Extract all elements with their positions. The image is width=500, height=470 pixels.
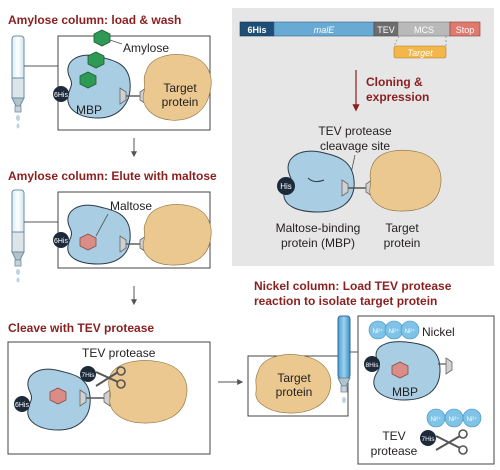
scissors-icon-4: [435, 429, 468, 455]
construct-his: 6His: [247, 25, 266, 35]
svg-text:Ni²⁺: Ni²⁺: [467, 416, 478, 423]
tev-linker-3: [79, 389, 111, 407]
nickel-label: Nickel: [422, 325, 455, 339]
target-result-label-a: Target: [277, 371, 311, 385]
maltose-hexagon: [79, 233, 97, 251]
step3-title: Cleave with TEV protease: [8, 321, 154, 335]
fusion-target: [369, 149, 442, 212]
svg-text:Ni²⁺: Ni²⁺: [449, 416, 460, 423]
tev-linker-1: [119, 87, 147, 105]
svg-text:Ni²⁺: Ni²⁺: [431, 416, 442, 423]
target-protein-result: [255, 354, 332, 414]
tev-protease-label-4a: TEV: [382, 429, 405, 443]
target-insert: [393, 45, 447, 59]
his-tag-1: 6His: [53, 86, 69, 102]
svg-text:7His: 7His: [81, 372, 95, 379]
construct-target: Target: [407, 48, 433, 58]
scissors-icon: [95, 366, 126, 389]
target-result-label-b: protein: [276, 385, 313, 399]
construct-bar: [239, 21, 481, 37]
amylose-column-1: [11, 35, 58, 129]
his-tag-2: 6His: [53, 232, 69, 248]
his-tag-7his-4: 7His: [420, 430, 436, 446]
construct-panel: [232, 8, 494, 266]
cloning-label-1: Cloning &: [366, 75, 423, 89]
target-protein-3: [108, 360, 188, 424]
cleavage-label-2: cleavage site: [320, 139, 390, 153]
nickel-frame: [357, 315, 495, 465]
cloning-label-2: expression: [366, 90, 429, 104]
svg-text:6His: 6His: [15, 402, 30, 409]
fusion-target-label-1: Target: [385, 221, 419, 235]
svg-text:6His: 6His: [54, 238, 69, 245]
cleavage-label-1: TEV protease: [318, 124, 392, 138]
fusion-target-label-2: protein: [384, 236, 421, 250]
amylose-label: Amylose: [123, 41, 169, 55]
nickel-column: [337, 315, 358, 403]
target-label-1a: Target: [163, 81, 197, 95]
amylose-hexagons: [79, 29, 111, 89]
construct-stop: Stop: [456, 25, 475, 35]
fusion-mbp-label-2: protein (MBP): [281, 236, 355, 250]
mbp-label-1: MBP: [76, 103, 102, 117]
construct-male: malE: [314, 25, 336, 35]
svg-text:Ni²⁺: Ni²⁺: [373, 328, 384, 335]
amylose-column-2: [11, 189, 58, 283]
construct-mcs: MCS: [414, 25, 434, 35]
tev-protease-label-4b: protease: [371, 444, 418, 458]
svg-text:Ni²⁺: Ni²⁺: [405, 328, 416, 335]
ni-beads-bottom: Ni²⁺ Ni²⁺ Ni²⁺: [426, 408, 482, 428]
ni-beads-top: Ni²⁺ Ni²⁺ Ni²⁺: [368, 320, 420, 340]
fusion-his-tag: His: [277, 177, 295, 195]
his-tag-3: 6His: [14, 396, 30, 412]
target-protein-1: [142, 54, 212, 121]
svg-text:Ni²⁺: Ni²⁺: [389, 328, 400, 335]
tev-protease-label-3: TEV protease: [82, 346, 156, 360]
target-label-1b: protein: [162, 95, 199, 109]
step3-frame: [7, 341, 211, 455]
maltose-hexagon-4: [391, 361, 409, 379]
maltose-hexagon-3: [49, 387, 67, 405]
step4-title-2: reaction to isolate target protein: [254, 294, 437, 308]
svg-text:7His: 7His: [421, 436, 435, 443]
his-tag-7his: 7His: [80, 366, 96, 382]
fusion-linker: [341, 179, 373, 197]
svg-text:6His: 6His: [54, 92, 69, 99]
step2-title: Amylose column: Elute with maltose: [8, 169, 217, 183]
mbp-protein-2: [67, 204, 131, 265]
step1-title: Amylose column: load & wash: [8, 13, 181, 27]
tev-linker-2: [119, 235, 147, 253]
svg-text:8His: 8His: [365, 362, 379, 369]
step4-title-1: Nickel column: Load TEV protease: [254, 279, 452, 293]
maltose-label: Maltose: [110, 199, 152, 213]
fusion-mbp-label-1: Maltose-binding: [276, 221, 361, 235]
svg-text:His: His: [280, 182, 292, 191]
construct-tev: TEV: [377, 25, 395, 35]
target-protein-2: [142, 204, 212, 266]
mbp-label-4: MBP: [392, 385, 418, 399]
his-tag-8his: 8His: [364, 356, 380, 372]
